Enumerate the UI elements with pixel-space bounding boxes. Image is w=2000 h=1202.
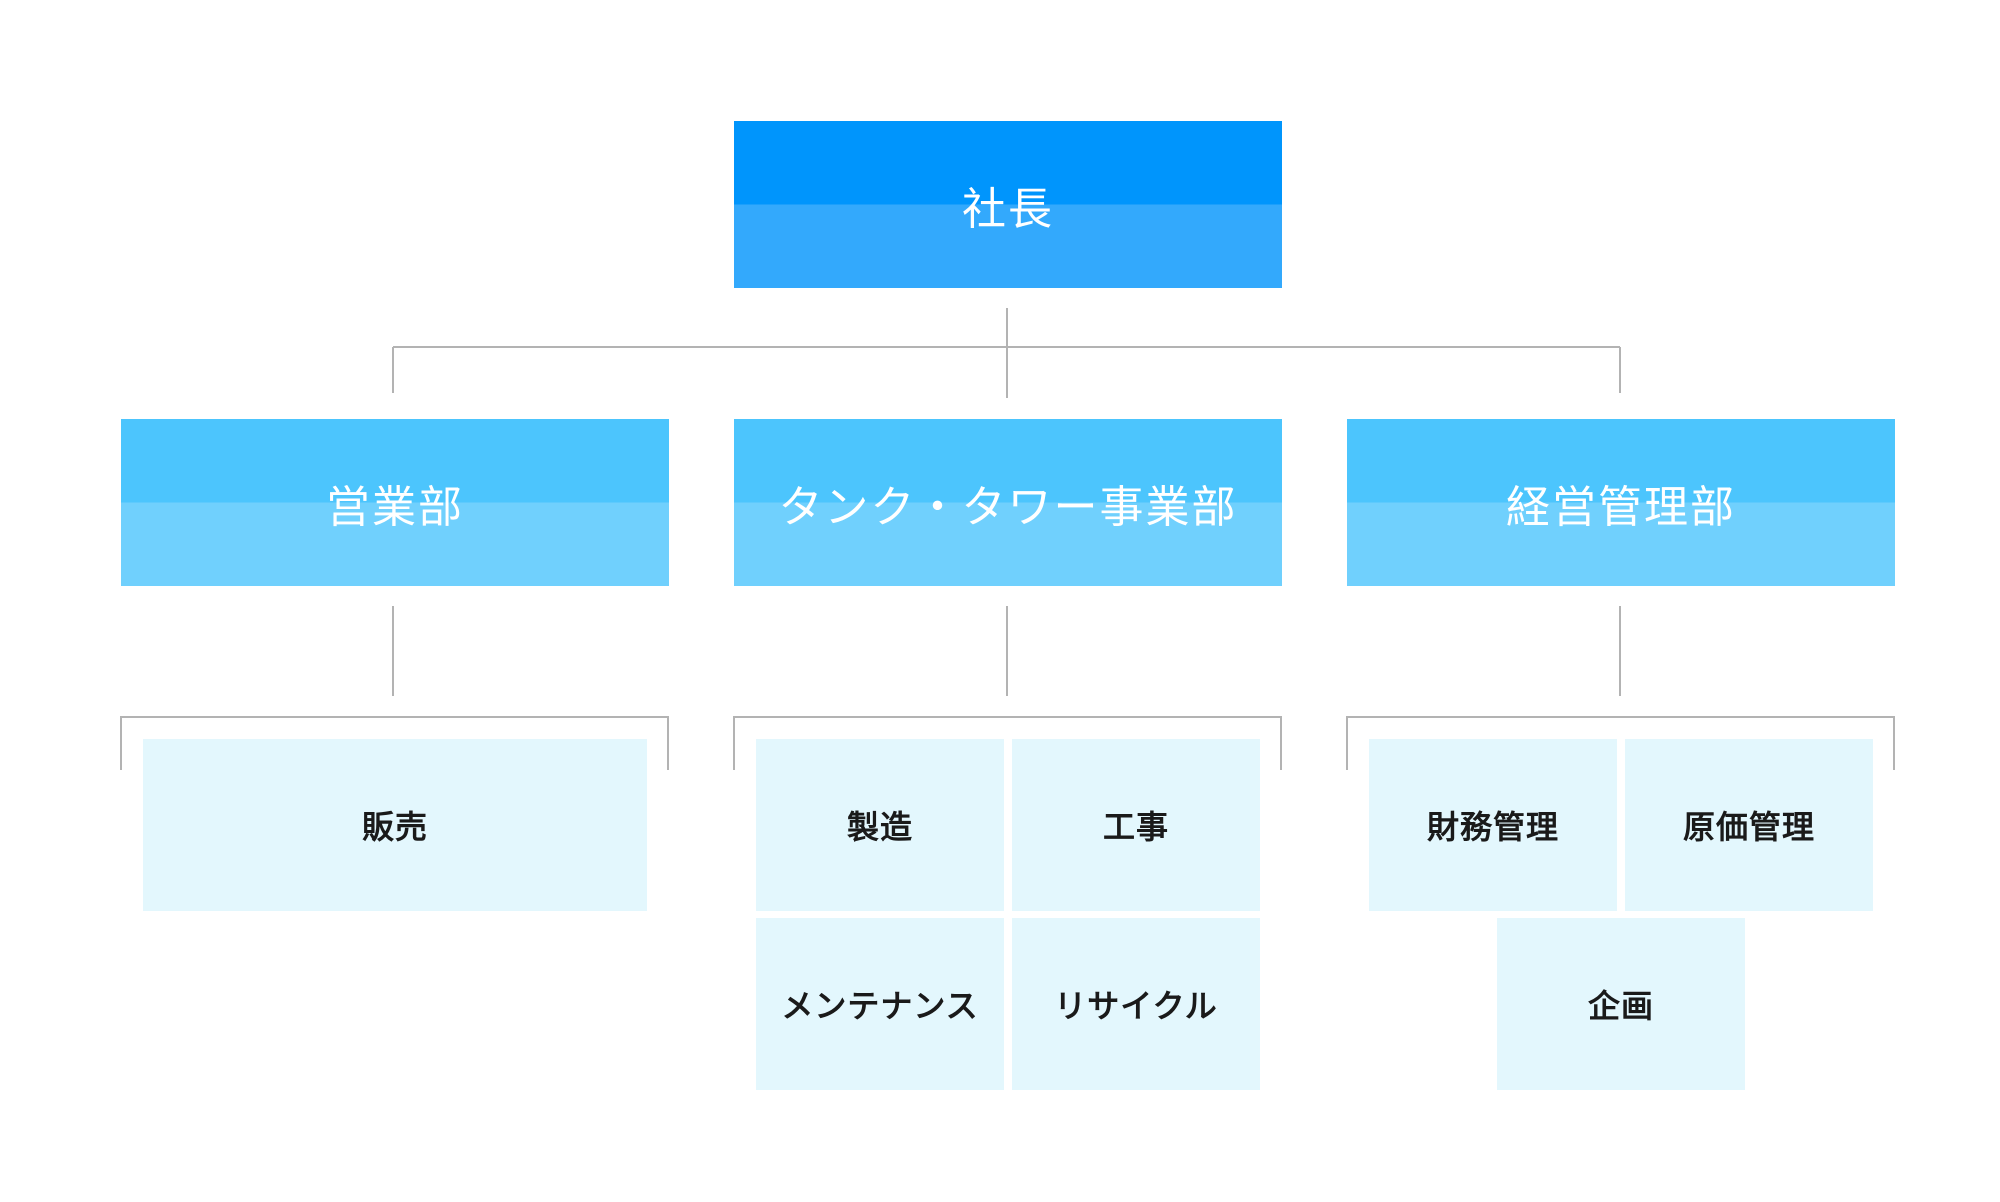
unit-sales-label: 販売	[361, 808, 428, 846]
department-admin-box: 経営管理部	[1347, 419, 1895, 586]
president-box: 社長	[734, 121, 1282, 288]
unit-finance-box: 財務管理	[1369, 739, 1617, 911]
department-tank-tower-label: タンク・タワー事業部	[778, 481, 1238, 533]
unit-cost-box: 原価管理	[1625, 739, 1873, 911]
president-label: 社長	[962, 183, 1054, 235]
unit-cost-label: 原価管理	[1682, 808, 1815, 846]
unit-construction-label: 工事	[1102, 808, 1169, 846]
unit-finance-label: 財務管理	[1426, 808, 1559, 846]
unit-maintenance-label: メンテナンス	[781, 987, 979, 1025]
unit-manufacturing-label: 製造	[846, 808, 913, 846]
admin-group-bracket	[1346, 716, 1895, 770]
unit-planning-label: 企画	[1587, 987, 1654, 1025]
unit-sales-box: 販売	[143, 739, 647, 911]
unit-maintenance-box: メンテナンス	[756, 918, 1004, 1090]
unit-construction-box: 工事	[1012, 739, 1260, 911]
department-tank-tower-box: タンク・タワー事業部	[734, 419, 1282, 586]
unit-planning-box: 企画	[1497, 918, 1745, 1090]
unit-recycle-box: リサイクル	[1012, 918, 1260, 1090]
unit-recycle-label: リサイクル	[1054, 987, 1218, 1025]
unit-manufacturing-box: 製造	[756, 739, 1004, 911]
department-sales-label: 営業部	[326, 481, 464, 533]
department-admin-label: 経営管理部	[1506, 481, 1736, 533]
tank-group-bracket	[733, 716, 1282, 770]
sales-group-bracket	[120, 716, 669, 770]
department-sales-box: 営業部	[121, 419, 669, 586]
